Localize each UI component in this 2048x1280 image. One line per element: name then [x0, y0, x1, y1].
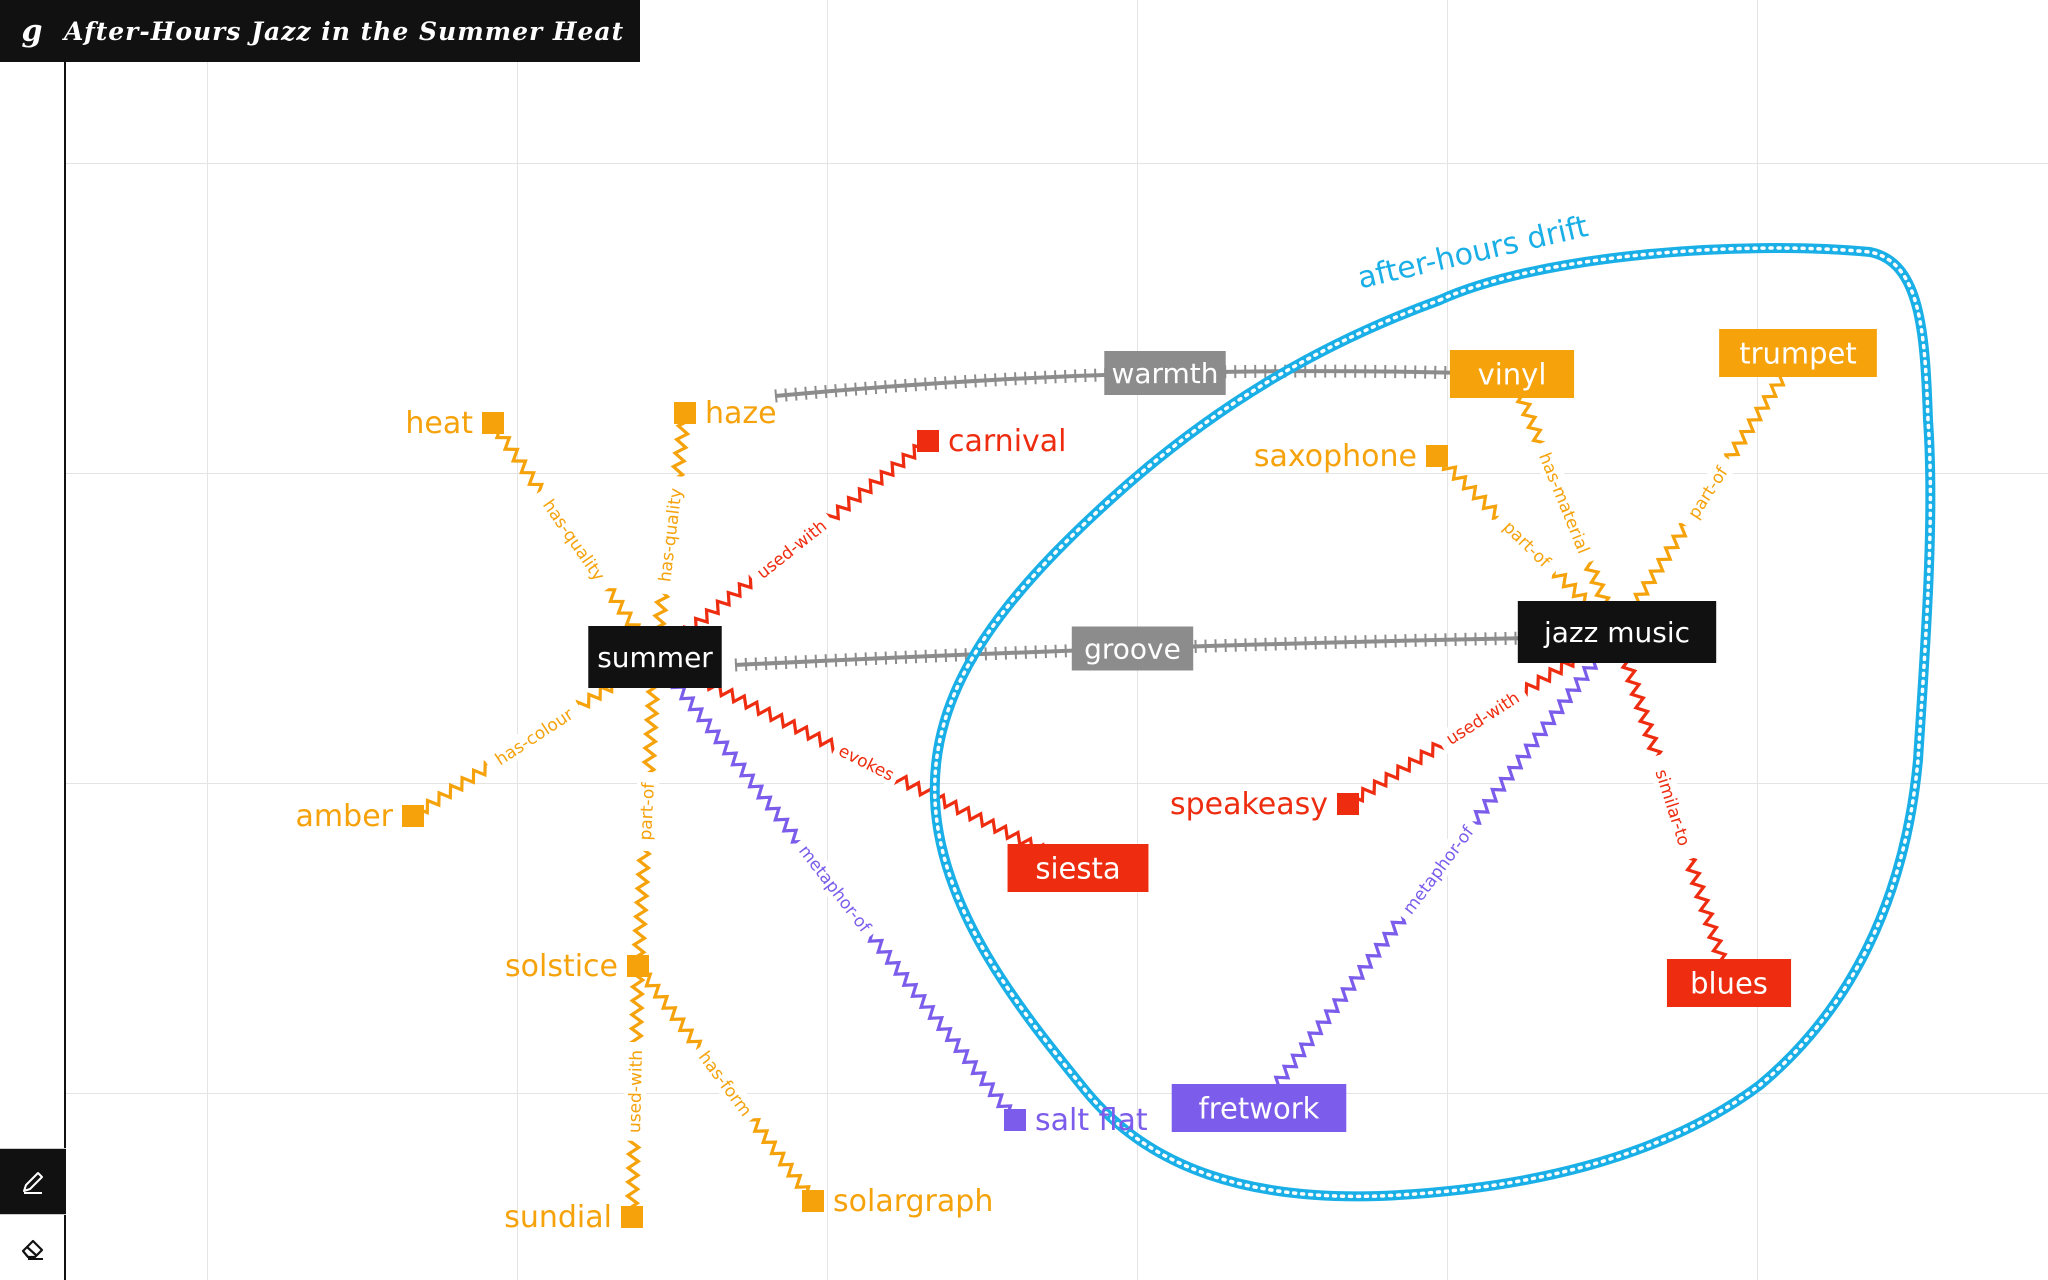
node-solstice[interactable]: solstice [505, 949, 649, 984]
svg-text:speakeasy: speakeasy [1170, 787, 1328, 822]
svg-text:saxophone: saxophone [1254, 439, 1417, 474]
svg-text:salt flat: salt flat [1035, 1103, 1148, 1138]
app-logo[interactable]: g [21, 13, 43, 49]
bridge-groove[interactable]: groove [734, 626, 1531, 672]
svg-text:solstice: solstice [505, 949, 618, 984]
svg-text:blues: blues [1690, 966, 1768, 1000]
node-jazz[interactable]: jazz music [1517, 601, 1717, 663]
node-speakeasy[interactable]: speakeasy [1170, 787, 1359, 822]
node-saxophone[interactable]: saxophone [1254, 439, 1448, 474]
node-saltflat[interactable]: salt flat [1004, 1103, 1148, 1138]
svg-text:carnival: carnival [948, 424, 1067, 459]
edge-label: part-of [633, 771, 660, 852]
svg-text:summer: summer [597, 641, 713, 674]
bridge-label: groove [1071, 626, 1194, 671]
node-solargraph[interactable]: solargraph [802, 1184, 993, 1219]
svg-text:siesta: siesta [1035, 851, 1120, 885]
svg-text:fretwork: fretwork [1199, 1091, 1320, 1125]
svg-text:haze: haze [705, 396, 777, 431]
node-amber[interactable]: amber [296, 799, 424, 834]
node-siesta[interactable]: siesta [1007, 844, 1149, 892]
edge-label: used-with [622, 1041, 648, 1142]
document-title[interactable]: After-Hours Jazz in the Summer Heat [64, 16, 625, 46]
node-haze[interactable]: haze [674, 396, 777, 431]
pen-icon [23, 1171, 43, 1194]
node-fretwork[interactable]: fretwork [1171, 1084, 1347, 1132]
edge-summer-solstice[interactable]: part-of [631, 655, 662, 967]
svg-text:jazz music: jazz music [1543, 616, 1690, 649]
edge-solstice-sundial[interactable]: used-with [622, 965, 648, 1218]
node-sundial[interactable]: sundial [504, 1200, 643, 1235]
svg-text:part-of: part-of [636, 781, 659, 841]
svg-text:heat: heat [405, 406, 473, 441]
node-vinyl[interactable]: vinyl [1449, 350, 1575, 398]
tool-sidebar [0, 62, 66, 1280]
eraser-tool-button[interactable] [0, 1214, 66, 1280]
svg-text:amber: amber [296, 799, 394, 834]
node-carnival[interactable]: carnival [917, 424, 1067, 459]
node-blues[interactable]: blues [1666, 959, 1792, 1007]
svg-text:groove: groove [1084, 633, 1181, 666]
node-heat[interactable]: heat [405, 406, 504, 441]
node-summer[interactable]: summer [588, 626, 722, 688]
bridge-label: warmth [1104, 351, 1226, 395]
pen-tool-button[interactable] [0, 1148, 66, 1214]
svg-text:vinyl: vinyl [1478, 357, 1547, 391]
svg-text:warmth: warmth [1111, 357, 1218, 390]
svg-text:trumpet: trumpet [1739, 336, 1857, 370]
eraser-icon [21, 1239, 44, 1260]
node-trumpet[interactable]: trumpet [1719, 329, 1877, 377]
svg-text:sundial: sundial [504, 1200, 612, 1235]
svg-text:used-with: used-with [625, 1050, 647, 1134]
svg-text:solargraph: solargraph [833, 1184, 993, 1219]
title-bar: g After-Hours Jazz in the Summer Heat [0, 0, 640, 62]
bridge-warmth[interactable]: warmth [774, 351, 1556, 403]
